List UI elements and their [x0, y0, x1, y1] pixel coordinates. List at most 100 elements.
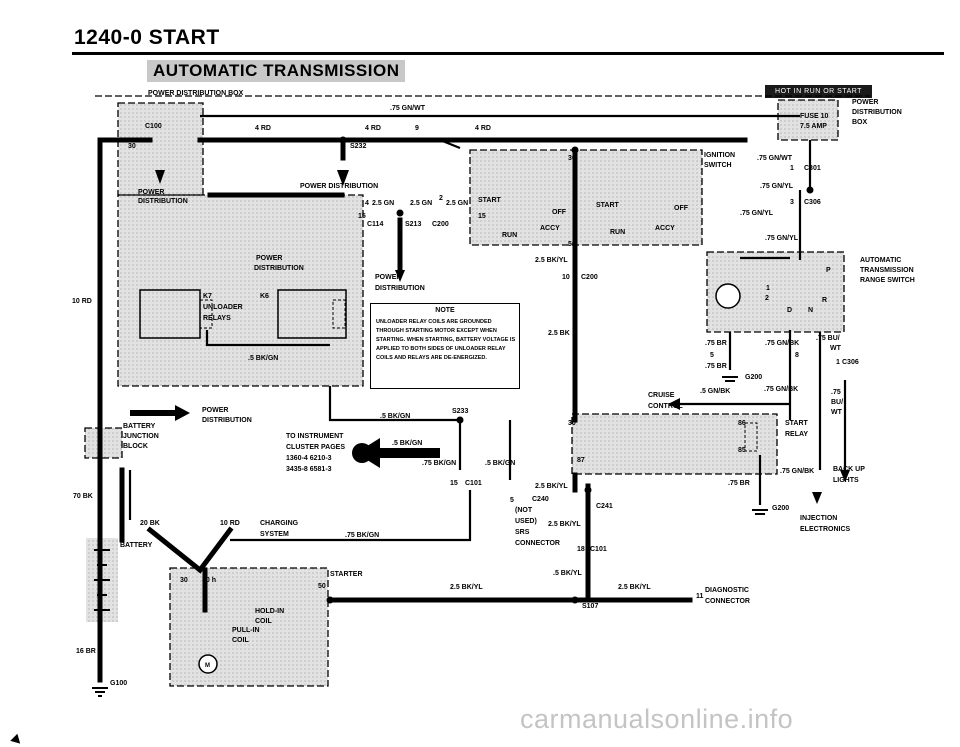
label-n: N — [808, 307, 813, 314]
label-k6: K6 — [260, 293, 269, 300]
label-auto2: TRANSMISSION — [860, 267, 914, 274]
label-10rd-b: 10 RD — [220, 520, 240, 527]
label-start-a: START — [478, 197, 502, 204]
label-15b: 15 — [450, 480, 458, 487]
label-start-relay1: START — [785, 420, 809, 427]
label-85: 85 — [738, 447, 746, 454]
label-c114: C114 — [367, 221, 383, 228]
label-accy-a: ACCY — [540, 225, 560, 232]
label-50: 50 — [568, 241, 576, 248]
label-18: 18 — [577, 546, 585, 553]
wire-9 — [439, 138, 461, 150]
label-accy-b: ACCY — [655, 225, 675, 232]
label-15: 15 — [358, 213, 366, 220]
label-75br-c: .75 BR — [728, 480, 750, 487]
starter-shade — [170, 568, 328, 686]
label-c200-b: C200 — [581, 274, 598, 281]
ignition-switch-border — [469, 149, 703, 246]
label-charging2: SYSTEM — [260, 531, 289, 538]
label-off-b: OFF — [674, 205, 689, 212]
fuse-box-border — [777, 99, 839, 141]
label-not1: (NOT — [515, 507, 533, 514]
range-switch-contact — [715, 283, 741, 309]
label-p: P — [826, 267, 831, 274]
label-inj1: INJECTION — [800, 515, 837, 522]
label-cruise: CRUISE — [648, 392, 675, 399]
label-75gnyl-a: .75 GN/YL — [760, 183, 794, 190]
start-relay-coil — [744, 422, 758, 452]
label-11: 11 — [696, 593, 704, 600]
label-4rd-b: 4 RD — [365, 125, 381, 132]
label-srs1: SRS — [515, 529, 530, 536]
starter-motor — [198, 654, 218, 674]
label-relays: RELAYS — [203, 315, 231, 322]
label-r: R — [822, 297, 827, 304]
label-m: M — [205, 663, 210, 669]
label-75bkgn-a: .75 BK/GN — [422, 460, 456, 467]
relay-k7-coil — [199, 299, 213, 329]
label-c100: C100 — [145, 123, 162, 130]
label-control: CONTROL — [648, 403, 683, 410]
battery-junction-border — [84, 427, 123, 459]
label-25gn-c: 2.5 GN — [446, 200, 468, 207]
label-c200: C200 — [432, 221, 449, 228]
wire-20bk — [146, 526, 204, 574]
relay-k6-coil — [332, 299, 346, 329]
label-75gnyl-c: .75 GN/YL — [765, 235, 799, 242]
label-30: 30 — [128, 143, 136, 150]
label-pull2: COIL — [232, 637, 249, 644]
wire-5bkgn — [328, 386, 460, 422]
label-75gnwt-b: .75 GN/WT — [757, 155, 793, 162]
label-75gnbk-b: .75 GN/BK — [764, 386, 798, 393]
label-25gn-b: 2.5 GN — [410, 200, 432, 207]
note-title: NOTE — [435, 307, 455, 314]
label-not2: USED) — [515, 518, 537, 525]
label-instr1: TO INSTRUMENT — [286, 433, 344, 440]
label-instr2: CLUSTER PAGES — [286, 444, 345, 451]
label-5bkyl: .5 BK/YL — [553, 570, 583, 577]
label-1: 1 — [790, 165, 794, 172]
label-fuse: FUSE 10 — [800, 113, 829, 120]
label-75br-b: .75 BR — [705, 363, 727, 370]
label-instr3: 1360-4 6210-3 — [286, 455, 332, 462]
label-9: 9 — [415, 125, 419, 132]
s232-arrow — [337, 170, 349, 186]
label-wt: WT — [830, 345, 842, 352]
starter-border — [169, 567, 329, 687]
label-87: 87 — [577, 457, 585, 464]
label-power: POWER — [138, 189, 164, 196]
label-s107: S107 — [582, 603, 598, 610]
start-relay-shade — [572, 414, 777, 474]
label-inj2: ELECTRONICS — [800, 526, 851, 533]
label-30-sw: 30 — [568, 155, 576, 162]
label-power-distribution: POWER DISTRIBUTION — [300, 183, 378, 190]
label-s213: S213 — [405, 221, 421, 228]
label-bjb1: BATTERY — [123, 423, 156, 430]
label-battery: BATTERY — [120, 542, 153, 549]
s-badge-circle — [352, 443, 372, 463]
label-75bkgn-b: .75 BK/GN — [345, 532, 379, 539]
label-25bkyl-b: 2.5 BK/YL — [535, 483, 568, 490]
label-10: 10 — [562, 274, 570, 281]
label-c301: C301 — [804, 165, 821, 172]
wire-5bkgn-a — [205, 330, 330, 347]
label-back2: LIGHTS — [833, 477, 859, 484]
label-30r: 30 — [568, 420, 576, 427]
label-g200: G200 — [745, 374, 762, 381]
label-pdb: POWER DISTRIBUTION BOX — [148, 90, 244, 97]
label-4rd-a: 4 RD — [255, 125, 271, 132]
label-run-b: RUN — [610, 229, 625, 236]
label-pd-left2: DISTRIBUTION — [254, 265, 304, 272]
wire-10rd-b — [196, 526, 234, 574]
label-5bkgn-c: .5 BK/GN — [392, 440, 422, 447]
label-15-sw: 15 — [478, 213, 486, 220]
label-unloader: UNLOADER — [203, 304, 243, 311]
label-c241: C241 — [596, 503, 613, 510]
label-off-a: OFF — [552, 209, 567, 216]
wire-75bkgn-b — [230, 490, 472, 542]
label-pd-bat2: DISTRIBUTION — [202, 417, 252, 424]
battery-junction-shade — [85, 428, 122, 458]
section-title: AUTOMATIC TRANSMISSION — [147, 60, 406, 82]
fuse-box-shade — [778, 100, 838, 140]
